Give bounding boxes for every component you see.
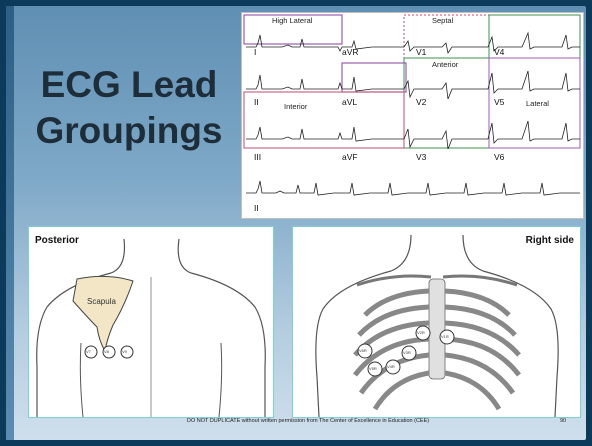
lead-v4: V4 (494, 47, 504, 57)
right-arm-line (219, 343, 222, 417)
label-anterior: Anterior (432, 60, 458, 69)
rib-6 (375, 373, 429, 409)
left-arm-line (80, 343, 83, 417)
electrode-label-v9: V9 (122, 349, 127, 354)
posterior-illustration (29, 227, 273, 417)
electrode-label-v7: V7 (86, 349, 91, 354)
sternum (429, 279, 445, 379)
rib-12 (445, 373, 499, 409)
electrode-label-v4r: V4R (387, 364, 395, 369)
scapula-label: Scapula (87, 297, 116, 306)
electrode-label-v1r: V1R (441, 334, 449, 339)
page-number: 90 (560, 418, 566, 424)
ecg-trace-rhythm (246, 181, 580, 195)
footer-copyright: DO NOT DUPLICATE without written permiss… (187, 418, 487, 424)
lead-ii: II (254, 97, 259, 107)
label-inferior: Interior (284, 102, 307, 111)
title-line-2: Groupings (24, 108, 234, 154)
chest-illustration (293, 227, 580, 417)
lead-v1: V1 (416, 47, 426, 57)
ecg-image: High Lateral Septal Anterior Interior La… (241, 12, 584, 219)
posterior-panel: Posterior Scapula V7 V8 V9 (28, 226, 274, 418)
title-line-1: ECG Lead (24, 62, 234, 108)
slide-title: ECG Lead Groupings (24, 62, 234, 154)
label-lateral: Lateral (526, 99, 549, 108)
lead-avr: aVR (342, 47, 359, 57)
slide-accent-bar (6, 6, 14, 440)
inferior-box (244, 92, 404, 148)
right-clavicle (443, 276, 517, 285)
lead-iii: III (254, 152, 261, 162)
label-high-lateral: High Lateral (272, 16, 312, 25)
ecg-trace-row-3 (246, 121, 580, 149)
right-side-panel: Right side V1R V2R V3R V4R V5R V6R (292, 226, 581, 418)
ecg-graphic (242, 13, 583, 218)
lead-ii-rhythm: II (254, 203, 259, 213)
lead-avl: aVL (342, 97, 357, 107)
lead-i: I (254, 47, 256, 57)
high-lateral-box-lower (342, 63, 406, 92)
lead-avf: aVF (342, 152, 358, 162)
electrode-label-v3r: V3R (403, 350, 411, 355)
label-septal: Septal (432, 16, 453, 25)
electrode-label-v5r: V5R (369, 366, 377, 371)
lead-v3: V3 (416, 152, 426, 162)
right-side-title: Right side (526, 235, 574, 246)
electrode-label-v8: V8 (104, 349, 109, 354)
lead-v6: V6 (494, 152, 504, 162)
ecg-trace-row-2 (246, 71, 580, 99)
electrode-label-v6r: V6R (359, 348, 367, 353)
scapula-shape (73, 276, 133, 351)
ecg-trace-row-1 (246, 33, 580, 53)
lead-v2: V2 (416, 97, 426, 107)
posterior-title: Posterior (35, 235, 79, 246)
lead-v5: V5 (494, 97, 504, 107)
left-clavicle (357, 276, 431, 285)
electrode-label-v2r: V2R (417, 330, 425, 335)
